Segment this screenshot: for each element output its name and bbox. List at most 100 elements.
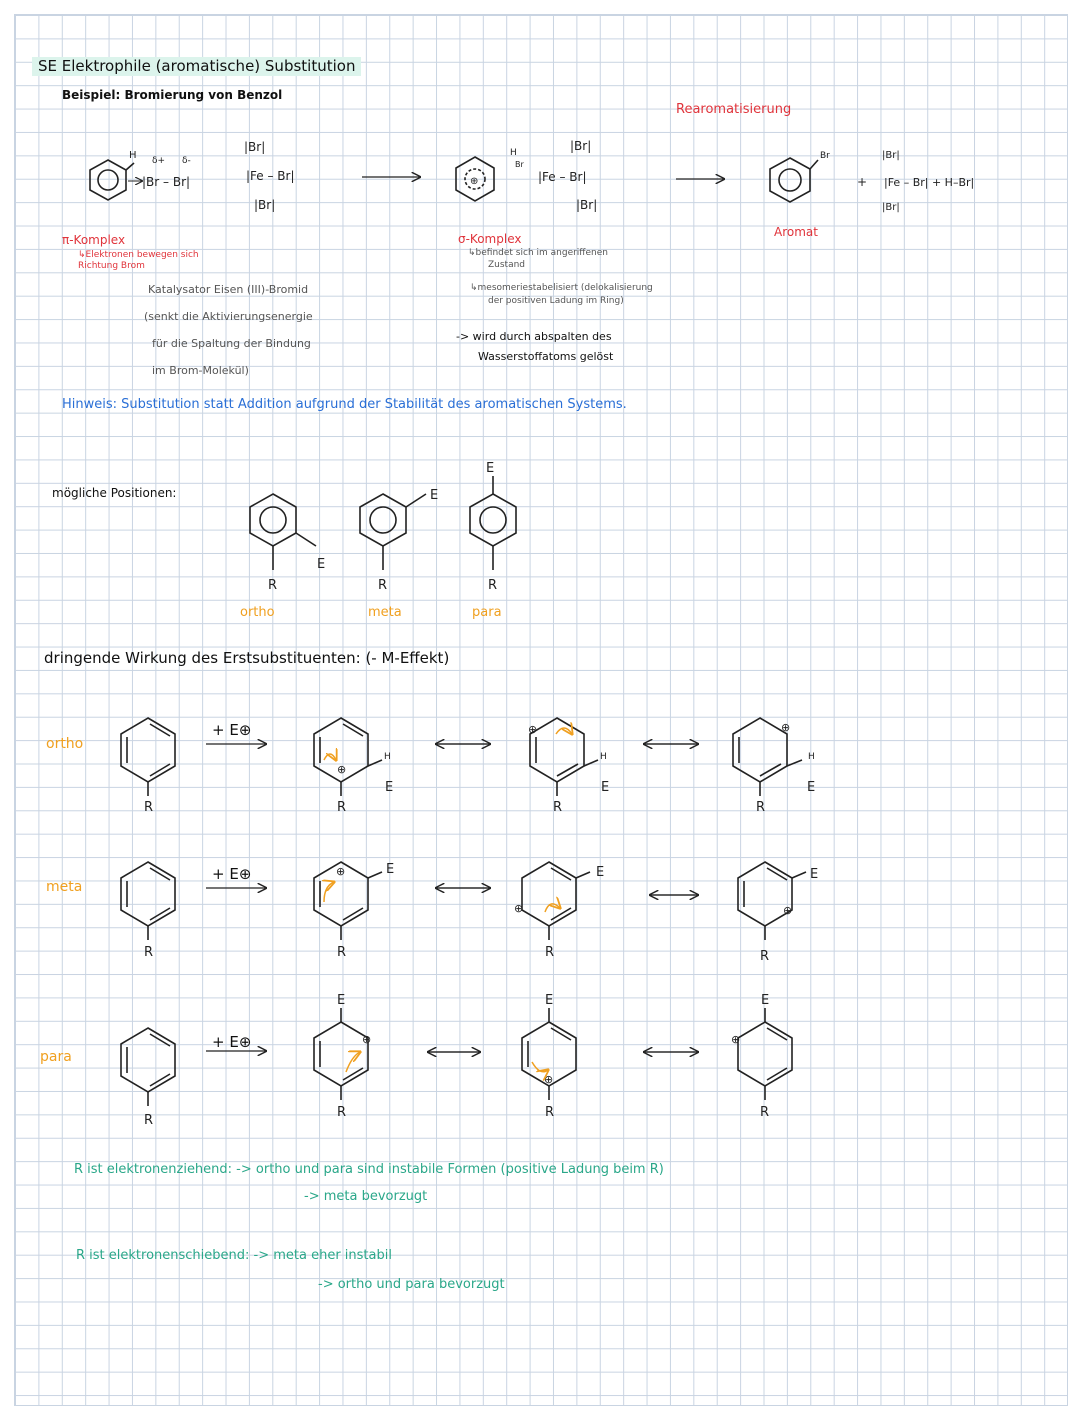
- row-label-meta: meta: [46, 879, 83, 895]
- row-substituent-labels: R R R R E E E H H H R R R R E E E R R R …: [144, 752, 818, 1128]
- svg-text:⊕: ⊕: [337, 763, 346, 776]
- sigma-note-2: ↳mesomeriestabelisiert (delokalisierung: [470, 283, 653, 293]
- reagent-meta: + E⊕: [212, 865, 252, 883]
- catalyst-line-4: im Brom-Molekül): [152, 364, 249, 377]
- fe-complex-bot: |Br|: [882, 202, 900, 213]
- row-label-ortho: ortho: [46, 736, 84, 752]
- position-para-label: para: [472, 605, 502, 620]
- sigma-note-3b: Wasserstoffatoms gelöst: [478, 350, 614, 363]
- para-int3-ring: [737, 1008, 793, 1100]
- sigma-febr-top: |Br|: [570, 139, 591, 153]
- svg-text:⊕: ⊕: [470, 176, 478, 187]
- para-r-3: R: [545, 1105, 554, 1120]
- h-label-top: H: [129, 150, 137, 161]
- svg-text:⊕: ⊕: [731, 1033, 740, 1046]
- meta-e-3: E: [596, 865, 604, 880]
- pi-komplex-label: π-Komplex: [62, 233, 126, 247]
- ortho-h-3: H: [600, 752, 607, 762]
- conclusion-line-3: R ist elektronenschiebend: -> meta eher …: [76, 1248, 392, 1263]
- para-r-4: R: [760, 1105, 769, 1120]
- ortho-h-4: H: [808, 752, 815, 762]
- position-ortho-ring: [249, 493, 317, 570]
- plus-sign: +: [857, 175, 867, 189]
- conclusion-line-1: R ist elektronenziehend: -> ortho und pa…: [74, 1162, 664, 1177]
- sigma-note-1b: Zustand: [488, 260, 526, 270]
- meta-r-3: R: [545, 945, 554, 960]
- meta-int1-ring: [313, 861, 383, 940]
- para-e-4: E: [761, 993, 769, 1008]
- meta-r-1: R: [144, 945, 153, 960]
- catalyst-line-3: für die Spaltung der Bindung: [152, 337, 311, 350]
- para-int2-ring: [521, 1008, 577, 1100]
- br-label-sigma: Br: [515, 160, 524, 169]
- benzene-sigma-complex: ⊕: [455, 156, 495, 202]
- fe-complex-top: |Br|: [882, 150, 900, 161]
- ortho-int3-ring: [732, 717, 803, 796]
- svg-text:⊕: ⊕: [781, 721, 790, 734]
- ortho-start-ring: [120, 717, 176, 796]
- position-ortho-r: R: [268, 578, 277, 593]
- reagent-ortho: + E⊕: [212, 721, 252, 739]
- sigma-note-3: -> wird durch abspalten des: [456, 330, 612, 343]
- ortho-r-4: R: [756, 800, 765, 815]
- febr3-mid: |Fe – Br|: [246, 169, 295, 183]
- meta-int2-ring: [521, 861, 591, 940]
- ortho-e-4: E: [807, 780, 815, 795]
- ortho-r-2: R: [337, 800, 346, 815]
- svg-text:⊕: ⊕: [783, 904, 792, 917]
- ortho-int2-ring: [529, 717, 599, 796]
- svg-text:⊕: ⊕: [544, 1073, 553, 1086]
- position-para-r: R: [488, 578, 497, 593]
- br2-molecule: |Br – Br|: [142, 175, 190, 189]
- ortho-h-2: H: [384, 752, 391, 762]
- position-meta-ring: [359, 493, 427, 570]
- position-meta-e: E: [430, 488, 438, 503]
- effect-title: dringende Wirkung des Erstsubstituenten:…: [44, 649, 450, 667]
- meta-int3-ring: [737, 861, 807, 940]
- position-para-ring: [469, 476, 517, 570]
- rearomatisierung-label: Rearomatisierung: [676, 102, 792, 117]
- ortho-r-3: R: [553, 800, 562, 815]
- position-meta-r: R: [378, 578, 387, 593]
- sigma-febr-bot: |Br|: [576, 198, 597, 212]
- hinweis-text: Hinweis: Substitution statt Addition auf…: [62, 397, 627, 412]
- ortho-r-1: R: [144, 800, 153, 815]
- sigma-komplex-label: σ-Komplex: [458, 232, 522, 246]
- svg-text:⊕: ⊕: [528, 723, 537, 736]
- pi-komplex-note: ↳Elektronen bewegen sich Richtung Brom: [78, 250, 199, 271]
- delta-minus: δ-: [182, 156, 191, 166]
- meta-r-4: R: [760, 949, 769, 964]
- position-para-e: E: [486, 461, 494, 476]
- page-title: SE Elektrophile (aromatische) Substituti…: [32, 57, 362, 76]
- para-int1-ring: [313, 1008, 369, 1100]
- conclusion-line-4: -> ortho und para bevorzugt: [318, 1277, 505, 1292]
- febr3-bot: |Br|: [254, 198, 275, 212]
- para-r-2: R: [337, 1105, 346, 1120]
- para-e-3: E: [545, 993, 553, 1008]
- row-label-para: para: [40, 1049, 72, 1065]
- position-meta-label: meta: [368, 605, 402, 620]
- meta-r-2: R: [337, 945, 346, 960]
- fe-complex-mid: |Fe – Br| + H–Br|: [884, 176, 974, 189]
- graph-paper-background: [14, 14, 1068, 1406]
- meta-e-2: E: [386, 862, 394, 877]
- br-label-product: Br: [820, 151, 830, 161]
- catalyst-line-2: (senkt die Aktivierungsenergie: [144, 310, 313, 323]
- ortho-e-3: E: [601, 780, 609, 795]
- benzene-bromobenzene: [769, 157, 819, 203]
- sigma-febr-mid: |Fe – Br|: [538, 170, 587, 184]
- delta-plus: δ+: [152, 156, 165, 166]
- para-start-ring: [120, 1027, 176, 1106]
- position-ortho-e: E: [317, 557, 325, 572]
- svg-text:⊕: ⊕: [514, 902, 523, 915]
- ortho-e-2: E: [385, 780, 393, 795]
- meta-e-4: E: [810, 867, 818, 882]
- conclusion-line-2: -> meta bevorzugt: [304, 1189, 428, 1204]
- ortho-int1-ring: [313, 717, 383, 796]
- catalyst-line-1: Katalysator Eisen (III)-Bromid: [148, 283, 309, 296]
- h-label-sigma: H: [510, 148, 517, 158]
- febr3-top: |Br|: [244, 140, 265, 154]
- sigma-note-2b: der positiven Ladung im Ring): [488, 296, 624, 306]
- example-heading: Beispiel: Bromierung von Benzol: [62, 88, 283, 102]
